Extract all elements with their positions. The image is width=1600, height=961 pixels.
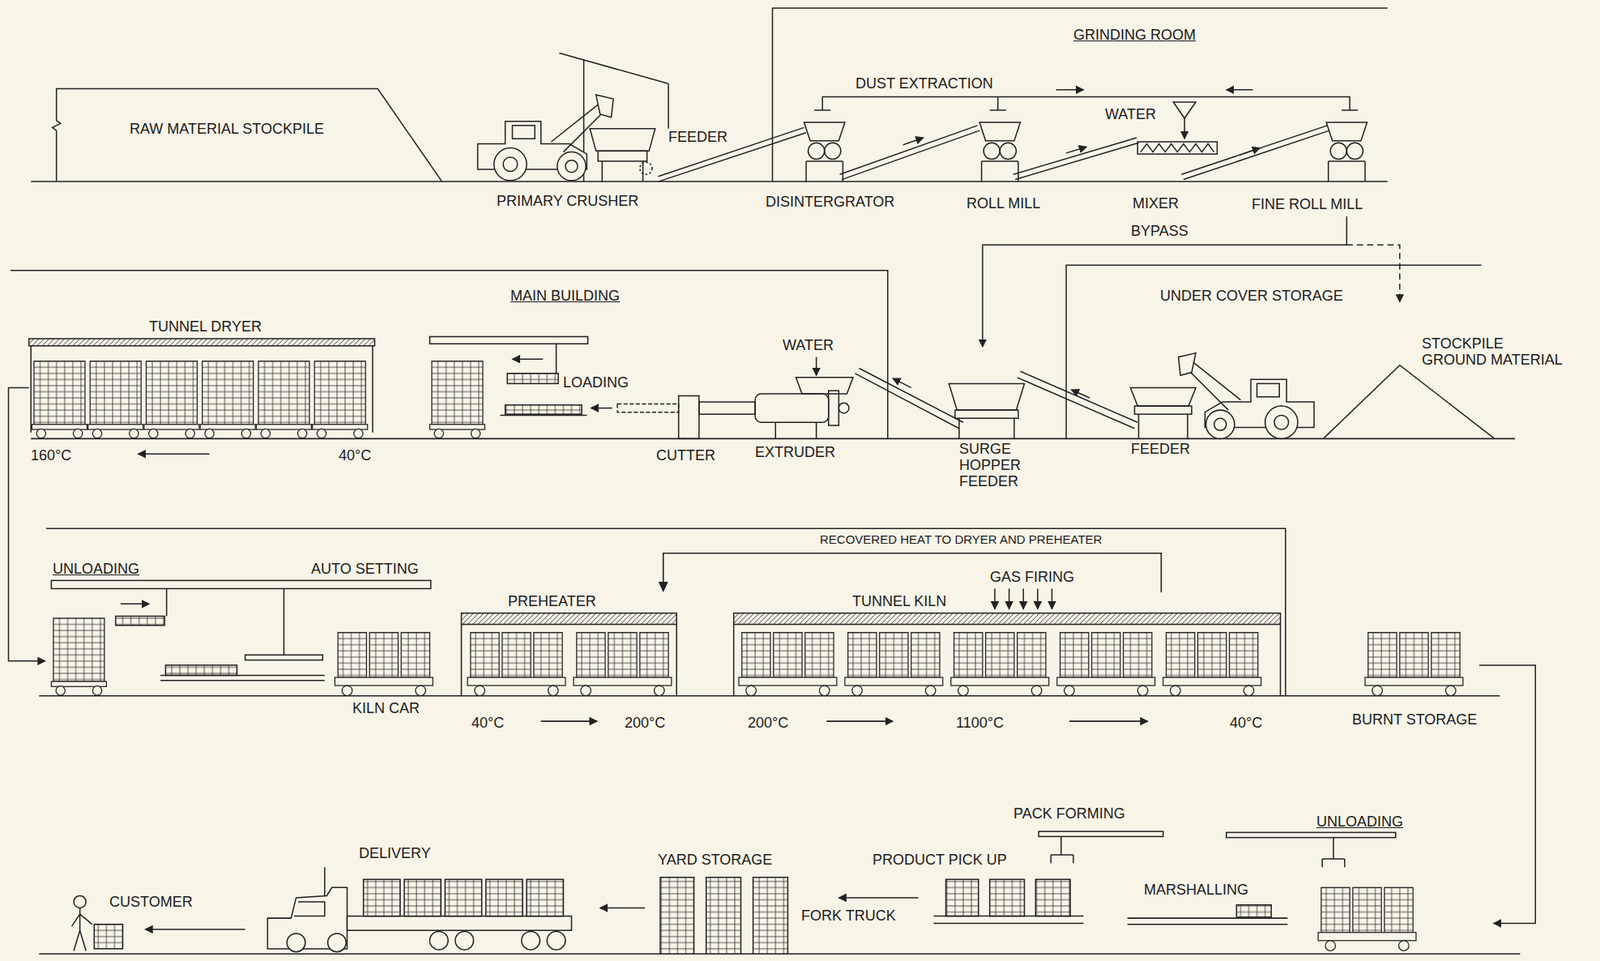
equipment-heading: PREHEATER bbox=[507, 593, 597, 610]
label-anchor: BURNT STORAGE bbox=[1352, 711, 1477, 728]
process-label: DISINTERGRATOR bbox=[765, 193, 895, 210]
process-label: MARSHALLING bbox=[1143, 881, 1249, 898]
area-heading: MAIN BUILDING bbox=[510, 287, 620, 304]
process-label: PRODUCT PICK UP bbox=[872, 851, 1007, 868]
label-anchor: GRINDING ROOM bbox=[1073, 26, 1196, 43]
label-anchor: FEEDER bbox=[668, 128, 728, 146]
label-anchor: EXTRUDER bbox=[755, 443, 836, 461]
label-anchor: LOADING bbox=[563, 374, 629, 391]
label-anchor: DUST EXTRACTION bbox=[855, 75, 994, 92]
process-label: 200°C bbox=[747, 714, 789, 731]
process-label: DELIVERY bbox=[358, 844, 431, 862]
equipment-enclosure: PREHEATER bbox=[460, 592, 677, 697]
label-anchor: YARD STORAGE bbox=[657, 851, 773, 868]
label-anchor: RECOVERED HEAT TO DRYER AND PREHEATER bbox=[818, 532, 1104, 547]
area-heading: UNLOADING bbox=[52, 560, 140, 577]
process-label: DUST EXTRACTION bbox=[855, 75, 994, 92]
label-anchor: 160°C bbox=[30, 447, 72, 464]
label-anchor: PRIMARY CRUSHER bbox=[496, 192, 639, 210]
label-anchor: UNDER COVER STORAGE bbox=[1160, 287, 1344, 304]
label-anchor: KILN CAR bbox=[352, 699, 420, 717]
label-anchor: MARSHALLING bbox=[1143, 881, 1249, 898]
label-anchor: FORK TRUCK bbox=[801, 907, 896, 924]
connector-label: RECOVERED HEAT TO DRYER AND PREHEATER bbox=[818, 532, 1104, 547]
equipment-enclosure: TUNNEL KILN bbox=[733, 592, 1282, 697]
process-label: EXTRUDER bbox=[755, 443, 836, 461]
connector-line bbox=[663, 553, 1162, 593]
label-anchor: 200°C bbox=[747, 714, 789, 731]
process-label: SURGE HOPPER FEEDER bbox=[959, 440, 1029, 490]
label-anchor: MIXER bbox=[1132, 195, 1179, 212]
label-anchor: UNLOADING bbox=[52, 560, 140, 577]
equipment-heading: TUNNEL DRYER bbox=[149, 318, 262, 335]
label-anchor: CUSTOMER bbox=[109, 893, 193, 910]
label-anchor: DISINTERGRATOR bbox=[765, 193, 895, 210]
label-anchor: MAIN BUILDING bbox=[510, 287, 620, 304]
process-label: BYPASS bbox=[1130, 222, 1189, 239]
label-anchor: WATER bbox=[782, 337, 834, 354]
process-label: AUTO SETTING bbox=[311, 560, 419, 577]
process-label: GAS FIRING bbox=[989, 568, 1075, 585]
process-label: KILN CAR bbox=[352, 699, 420, 717]
process-label: WATER bbox=[1105, 106, 1157, 123]
process-label: FORK TRUCK bbox=[801, 907, 896, 924]
label-anchor: FINE ROLL MILL bbox=[1251, 196, 1363, 213]
label-anchor: WATER bbox=[1105, 106, 1157, 123]
label-anchor: 40°C bbox=[471, 714, 504, 731]
area-heading: UNLOADING bbox=[1316, 813, 1404, 830]
process-label: 40°C bbox=[1229, 714, 1263, 731]
label-anchor: 40°C bbox=[1229, 714, 1263, 731]
label-anchor: CUTTER bbox=[656, 447, 716, 464]
process-label: STOCKPILE GROUND MATERIAL bbox=[1421, 335, 1569, 368]
label-anchor: AUTO SETTING bbox=[311, 560, 419, 577]
label-anchor: STOCKPILE GROUND MATERIAL bbox=[1421, 335, 1569, 368]
label-anchor: GAS FIRING bbox=[989, 568, 1075, 585]
process-label: 200°C bbox=[624, 714, 666, 731]
label-anchor: SURGE HOPPER FEEDER bbox=[959, 440, 1029, 490]
label-anchor: ROLL MILL bbox=[966, 195, 1041, 212]
process-label: PACK FORMING bbox=[1013, 805, 1126, 822]
label-anchor: 200°C bbox=[624, 714, 666, 731]
process-label: 40°C bbox=[471, 714, 504, 731]
process-label: YARD STORAGE bbox=[657, 851, 773, 868]
label-anchor: PACK FORMING bbox=[1013, 805, 1126, 822]
process-label: CUSTOMER bbox=[109, 893, 193, 910]
process-label: FEEDER bbox=[668, 128, 728, 146]
process-label: FINE ROLL MILL bbox=[1251, 196, 1363, 213]
label-anchor: BYPASS bbox=[1130, 222, 1189, 239]
process-label: CUTTER bbox=[656, 447, 716, 464]
arrow-head bbox=[658, 581, 669, 593]
process-label: ROLL MILL bbox=[966, 195, 1041, 212]
process-label: 160°C bbox=[30, 447, 72, 464]
label-anchor: DELIVERY bbox=[358, 844, 431, 862]
process-label: UNDER COVER STORAGE bbox=[1160, 287, 1344, 304]
process-label: WATER bbox=[782, 337, 834, 354]
process-label: PRIMARY CRUSHER bbox=[496, 192, 639, 210]
process-label: 40°C bbox=[338, 447, 372, 464]
process-label: MIXER bbox=[1132, 195, 1179, 212]
process-label: 1100°C bbox=[955, 714, 1004, 731]
label-anchor: RAW MATERIAL STOCKPILE bbox=[129, 120, 325, 137]
equipment-enclosure: TUNNEL DRYER bbox=[28, 315, 375, 440]
label-anchor: PRODUCT PICK UP bbox=[872, 851, 1007, 868]
process-label: FEEDER bbox=[1130, 440, 1191, 457]
label-anchor: 1100°C bbox=[955, 714, 1004, 731]
process-label: BURNT STORAGE bbox=[1352, 711, 1477, 728]
label-anchor: FEEDER bbox=[1130, 440, 1191, 457]
label-anchor: UNLOADING bbox=[1316, 813, 1404, 830]
label-anchor: 40°C bbox=[338, 447, 372, 464]
process-label: LOADING bbox=[563, 374, 629, 391]
process-label: RAW MATERIAL STOCKPILE bbox=[129, 120, 325, 137]
equipment-heading: TUNNEL KILN bbox=[852, 593, 947, 610]
area-heading: GRINDING ROOM bbox=[1073, 26, 1196, 43]
heat-recovery-connector bbox=[658, 553, 1162, 593]
